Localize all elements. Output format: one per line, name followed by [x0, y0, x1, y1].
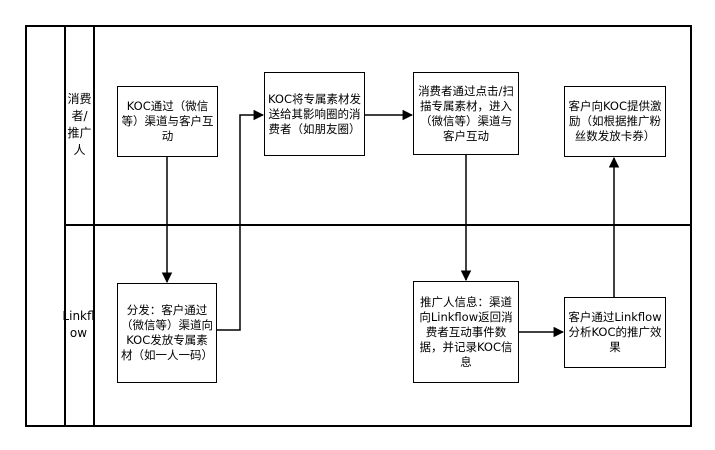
- process-box-consumer-scan: 消费者通过点击/扫描专属素材，进入（微信等）渠道与客户互动: [413, 72, 519, 155]
- process-box-distribute-material: 分发：客户通过（微信等）渠道向KOC发放专属素材（如一人一码）: [117, 283, 217, 383]
- process-box-incentive: 客户向KOC提供激励（如根据推广粉丝数发放卡券）: [564, 86, 666, 157]
- process-box-koc-send-material: KOC将专属素材发送给其影响圈的消费者（如朋友圈）: [264, 72, 365, 156]
- lane-separator: [64, 224, 692, 226]
- lane-label-linkflow: Linkflow: [62, 309, 95, 340]
- process-box-koc-interact: KOC通过（微信等）渠道与客户互动: [117, 86, 218, 157]
- lane-header-divider: [93, 25, 95, 427]
- pool-header-divider: [64, 25, 66, 427]
- process-box-analyze-effect: 客户通过Linkflow分析KOC的推广效果: [564, 297, 666, 368]
- process-box-promoter-info: 推广人信息：渠道向Linkflow返回消费者互动事件数据，并记录KOC信息: [413, 281, 519, 383]
- edge-n5-n2: [217, 109, 265, 331]
- lane-label-consumer: 消费者/推广人: [67, 92, 92, 157]
